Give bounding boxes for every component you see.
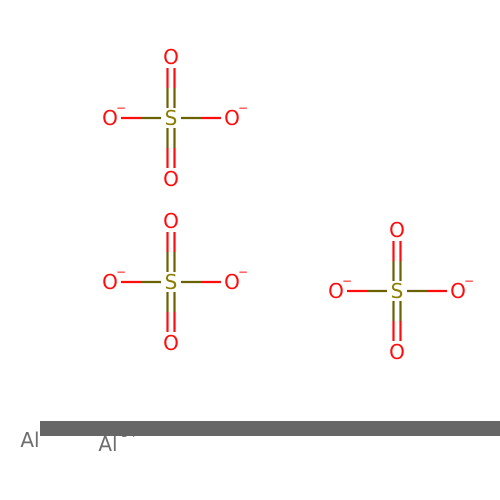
sulfur-atom: S (165, 270, 178, 294)
oxygen-atom-right: O (224, 106, 240, 130)
bonds-layer (121, 68, 447, 341)
oxygen-charge-left: − (116, 101, 126, 115)
oxygen-atom-left: O (328, 279, 344, 303)
oxygen-atom-left: O (102, 106, 118, 130)
oxygen-atom-bottom: O (163, 167, 179, 191)
oxygen-atom-left: O (102, 270, 118, 294)
aluminum-atom: Al (20, 428, 39, 452)
oxygen-atom-bottom: O (163, 331, 179, 355)
oxygen-atom-bottom: O (389, 340, 405, 364)
oxygen-charge-left: − (116, 265, 126, 279)
oxygen-atom-right: O (224, 270, 240, 294)
oxygen-charge-left: − (342, 274, 352, 288)
cations-layer: Al3+Al3+ (20, 421, 500, 456)
oxygen-atom-top: O (163, 209, 179, 233)
oxygen-atom-top: O (389, 218, 405, 242)
sulfur-atom: S (391, 279, 404, 303)
oxygen-atom-right: O (450, 279, 466, 303)
oxygen-charge-right: − (238, 101, 248, 115)
oxygen-charge-right: − (238, 265, 248, 279)
cation-overlap-bar (40, 421, 500, 436)
sulfur-atom: S (165, 106, 178, 130)
oxygen-atom-top: O (163, 45, 179, 69)
oxygen-charge-right: − (464, 274, 474, 288)
aluminum-atom: Al (98, 432, 117, 456)
